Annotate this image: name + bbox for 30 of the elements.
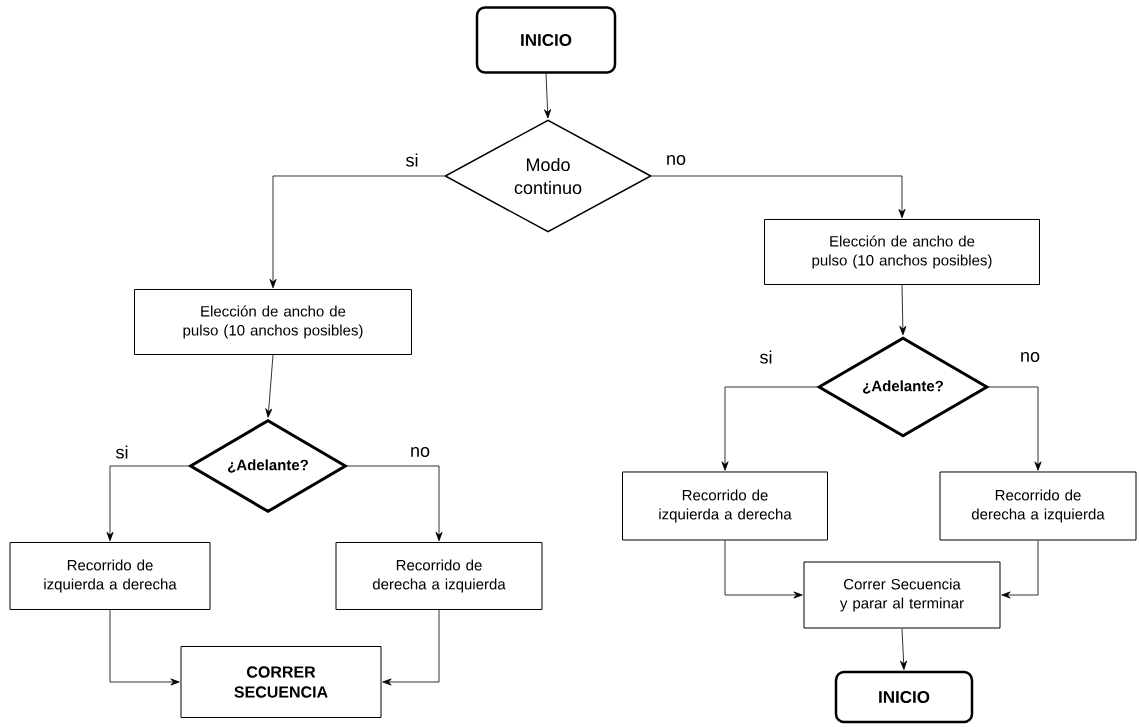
terminal-box: INICIO: [834, 670, 974, 724]
process-box: Recorrido de izquierda a derecha: [9, 542, 211, 610]
arrow: [1001, 540, 1039, 599]
arrow: [382, 609, 440, 686]
process-box: Elección de ancho de pulso (10 anchos posibles): [134, 289, 412, 355]
edge-label: no: [409, 446, 431, 458]
edge-label: si: [404, 152, 420, 168]
process-box: Elección de ancho de pulso (10 anchos posibles): [764, 219, 1040, 285]
process-box: Correr Secuencia y parar al terminar: [803, 561, 1001, 629]
process-box: Recorrido de derecha a izquierda: [335, 542, 543, 610]
arrow: [721, 386, 818, 471]
arrow: [544, 73, 552, 119]
edge-label: no: [665, 154, 687, 166]
process-box: CORRER SECUENCIA: [180, 646, 382, 718]
edge-label: no: [1019, 351, 1041, 363]
arrow: [899, 284, 907, 336]
arrow: [900, 628, 908, 670]
arrow: [651, 175, 906, 219]
edge-label: si: [114, 444, 130, 460]
process-box: Recorrido de derecha a izquierda: [939, 471, 1137, 541]
arrow: [106, 465, 189, 542]
arrow: [109, 609, 180, 686]
arrow: [724, 540, 803, 599]
process-box: Recorrido de izquierda a derecha: [622, 471, 828, 541]
arrow: [265, 354, 274, 418]
arrow: [347, 465, 443, 542]
arrow: [269, 175, 445, 289]
terminal-box: INICIO: [475, 6, 617, 74]
edge-label: si: [758, 349, 774, 365]
arrow: [988, 386, 1042, 471]
